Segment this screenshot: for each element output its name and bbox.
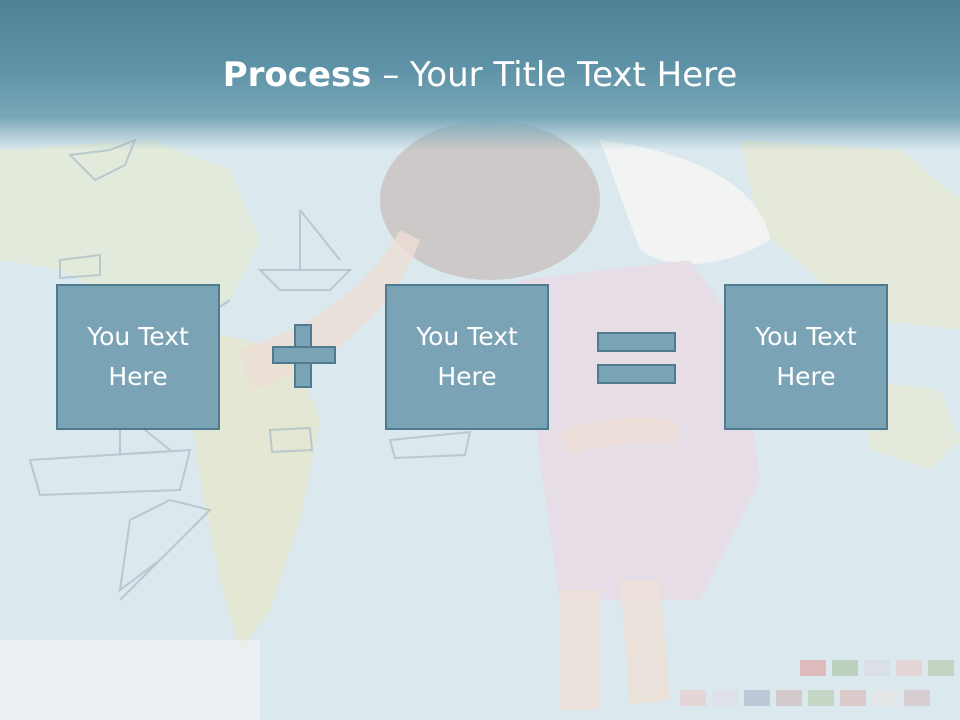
slide-title[interactable]: Process – Your Title Text Here	[0, 52, 960, 98]
process-box-2[interactable]: You Text Here	[385, 284, 549, 430]
process-box-1[interactable]: You Text Here	[56, 284, 220, 430]
title-rest-text: – Your Title Text Here	[371, 55, 738, 95]
title-bar	[0, 0, 960, 150]
title-bold-text: Process	[222, 55, 372, 95]
equals-icon	[597, 332, 676, 384]
plus-icon	[272, 324, 336, 388]
process-box-3[interactable]: You Text Here	[724, 284, 888, 430]
